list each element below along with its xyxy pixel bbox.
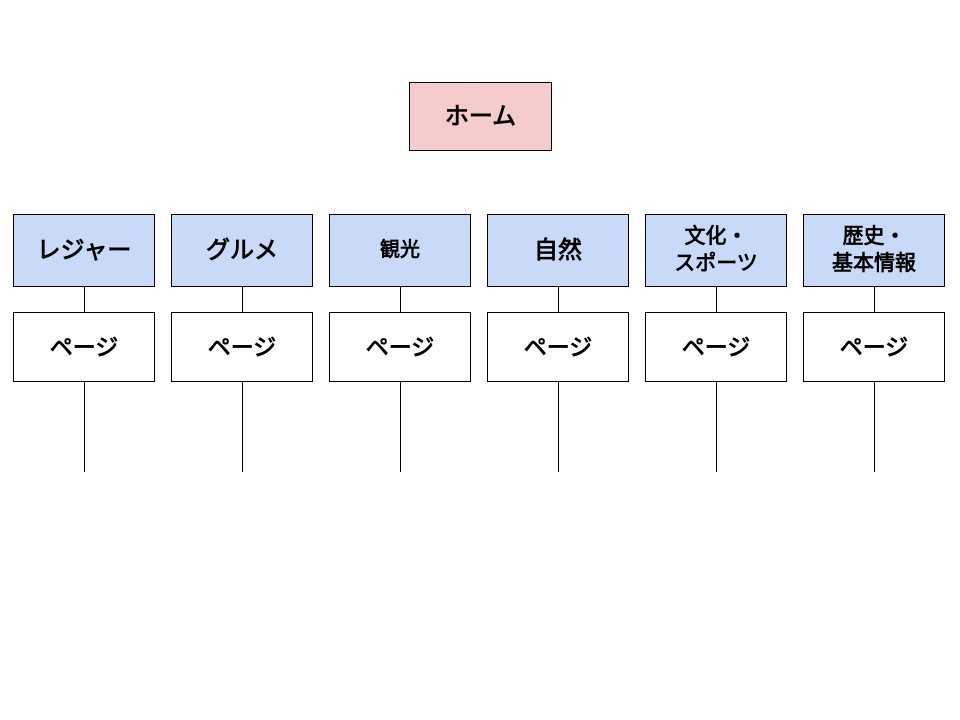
- category-box-culture-sports: 文化・ スポーツ: [645, 214, 787, 287]
- connector-line: [557, 287, 559, 312]
- category-box-leisure: レジャー: [13, 214, 155, 287]
- connector-line: [715, 287, 717, 312]
- category-label-gourmet: グルメ: [206, 236, 278, 264]
- connector-line: [399, 287, 401, 312]
- column-sightseeing: 観光 ページ: [329, 214, 471, 472]
- category-label-leisure: レジャー: [36, 236, 132, 264]
- connector-line: [83, 382, 85, 472]
- column-culture-sports: 文化・ スポーツ ページ: [645, 214, 787, 472]
- category-box-gourmet: グルメ: [171, 214, 313, 287]
- page-label: ページ: [523, 333, 593, 360]
- page-box-history-info: ページ: [803, 312, 945, 382]
- connector-line: [873, 287, 875, 312]
- page-box-culture-sports: ページ: [645, 312, 787, 382]
- category-box-sightseeing: 観光: [329, 214, 471, 287]
- connector-line: [399, 382, 401, 472]
- column-nature: 自然 ページ: [487, 214, 629, 472]
- page-label: ページ: [207, 333, 277, 360]
- connector-line: [241, 382, 243, 472]
- category-label-nature: 自然: [534, 236, 582, 264]
- page-box-nature: ページ: [487, 312, 629, 382]
- category-label-culture-sports: 文化・ スポーツ: [674, 225, 758, 275]
- page-label: ページ: [681, 333, 751, 360]
- page-box-gourmet: ページ: [171, 312, 313, 382]
- home-label: ホーム: [444, 102, 517, 130]
- column-gourmet: グルメ ページ: [171, 214, 313, 472]
- page-label: ページ: [365, 333, 435, 360]
- home-box: ホーム: [409, 82, 552, 151]
- column-history-info: 歴史・ 基本情報 ページ: [803, 214, 945, 472]
- connector-line: [715, 382, 717, 472]
- page-box-sightseeing: ページ: [329, 312, 471, 382]
- page-label: ページ: [839, 333, 909, 360]
- connector-line: [241, 287, 243, 312]
- column-leisure: レジャー ページ: [13, 214, 155, 472]
- connector-line: [83, 287, 85, 312]
- category-box-nature: 自然: [487, 214, 629, 287]
- page-label: ページ: [49, 333, 119, 360]
- category-box-history-info: 歴史・ 基本情報: [803, 214, 945, 287]
- connector-line: [557, 382, 559, 472]
- category-label-sightseeing: 観光: [380, 239, 420, 261]
- category-label-history-info: 歴史・ 基本情報: [832, 225, 916, 275]
- connector-line: [873, 382, 875, 472]
- page-box-leisure: ページ: [13, 312, 155, 382]
